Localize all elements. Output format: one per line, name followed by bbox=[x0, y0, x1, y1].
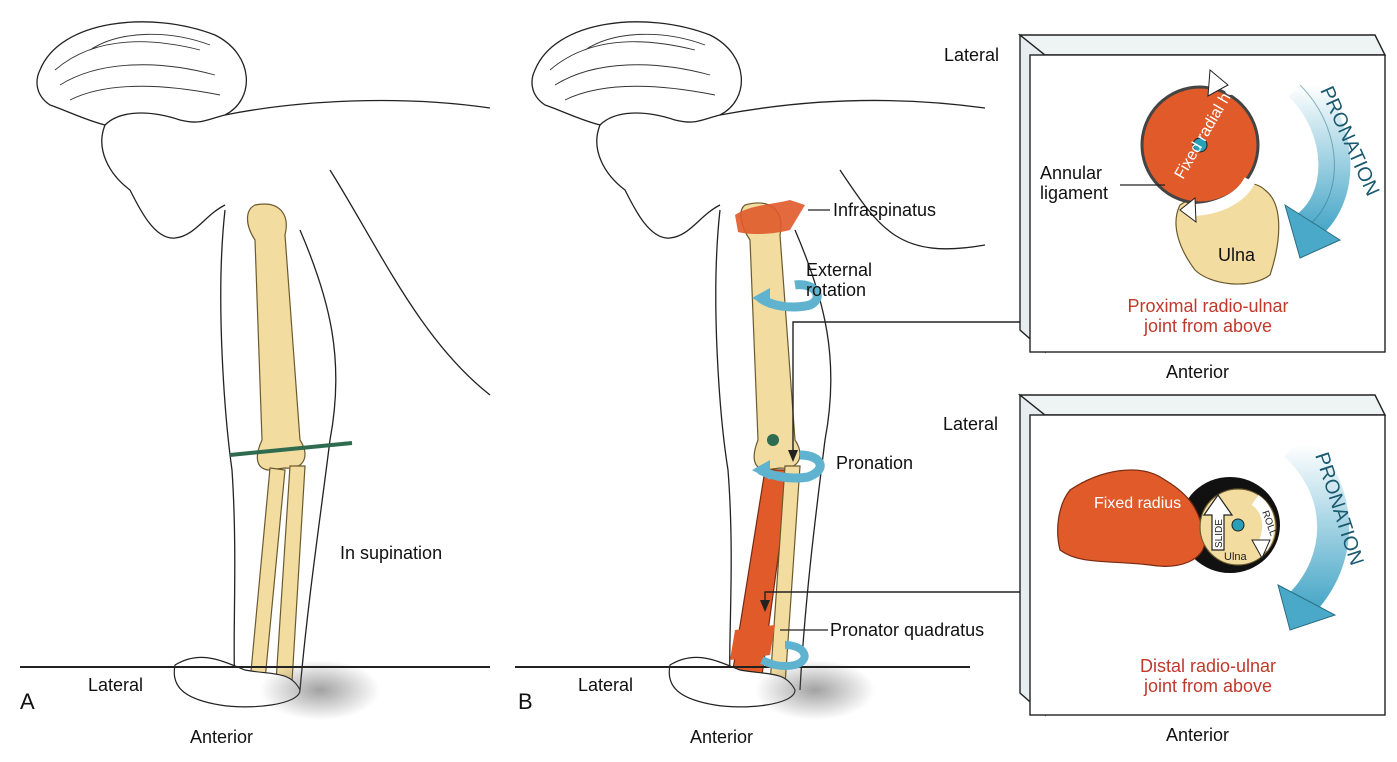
fixed-radius-label: Fixed radius bbox=[1094, 495, 1182, 512]
proximal-joint-box bbox=[1018, 33, 1387, 354]
slide-label: SLIDE bbox=[1214, 519, 1225, 548]
distal-lateral-label: Lateral bbox=[943, 414, 999, 434]
panel-b-figure bbox=[515, 21, 1020, 720]
arm-outline-back bbox=[299, 229, 337, 691]
humerus-bone bbox=[246, 203, 306, 471]
panel-a-letter: A bbox=[20, 689, 35, 714]
proximal-caption: Proximal radio-ulnar joint from above bbox=[1127, 296, 1289, 336]
annular-ligament-label: Annular ligament bbox=[1040, 163, 1109, 203]
distal-joint-box bbox=[1018, 393, 1387, 717]
proximal-anterior-label: Anterior bbox=[1166, 362, 1230, 382]
panel-a-figure bbox=[20, 21, 491, 720]
back-line bbox=[224, 99, 491, 116]
panel-b-letter: B bbox=[518, 689, 533, 714]
infraspinatus-muscle bbox=[735, 200, 805, 235]
panel-b-lateral-label: Lateral bbox=[578, 675, 634, 695]
head-hair-b bbox=[531, 21, 742, 126]
pronator-quadratus-label: Pronator quadratus bbox=[830, 620, 985, 640]
elbow-axis-rod bbox=[229, 441, 353, 457]
proximal-lateral-label: Lateral bbox=[944, 45, 1000, 65]
distal-caption: Distal radio-ulnar joint from above bbox=[1139, 656, 1277, 696]
panel-a-lateral-label: Lateral bbox=[88, 675, 144, 695]
fixed-radius-shape bbox=[1057, 469, 1206, 567]
humerus-bone-b bbox=[740, 202, 801, 471]
leader-line-proximal bbox=[792, 321, 1020, 455]
pronator-quadratus-muscle bbox=[730, 625, 775, 660]
panel-b-anterior-label: Anterior bbox=[690, 727, 754, 747]
radial-head-axis bbox=[1192, 137, 1208, 153]
supination-label: In supination bbox=[340, 543, 443, 563]
distal-ulna-label: Ulna bbox=[1224, 551, 1248, 563]
pronation-label: Pronation bbox=[836, 453, 914, 473]
proximal-ulna-label: Ulna bbox=[1218, 245, 1256, 265]
external-rotation-arrow bbox=[757, 280, 822, 312]
panel-a-anterior-label: Anterior bbox=[190, 727, 254, 747]
leader-line-distal bbox=[764, 591, 1020, 605]
slide-arrow bbox=[1202, 493, 1234, 551]
distal-anterior-label: Anterior bbox=[1166, 725, 1230, 745]
head-hair bbox=[36, 21, 247, 126]
distal-pronation-arrow bbox=[1283, 433, 1350, 617]
arm-outline-front bbox=[220, 209, 236, 691]
elbow-axis-point bbox=[767, 434, 779, 446]
face-outline bbox=[101, 124, 226, 239]
external-rotation-label: External rotation bbox=[806, 260, 873, 300]
infraspinatus-label: Infraspinatus bbox=[833, 200, 937, 220]
pronation-arrow bbox=[757, 450, 825, 483]
